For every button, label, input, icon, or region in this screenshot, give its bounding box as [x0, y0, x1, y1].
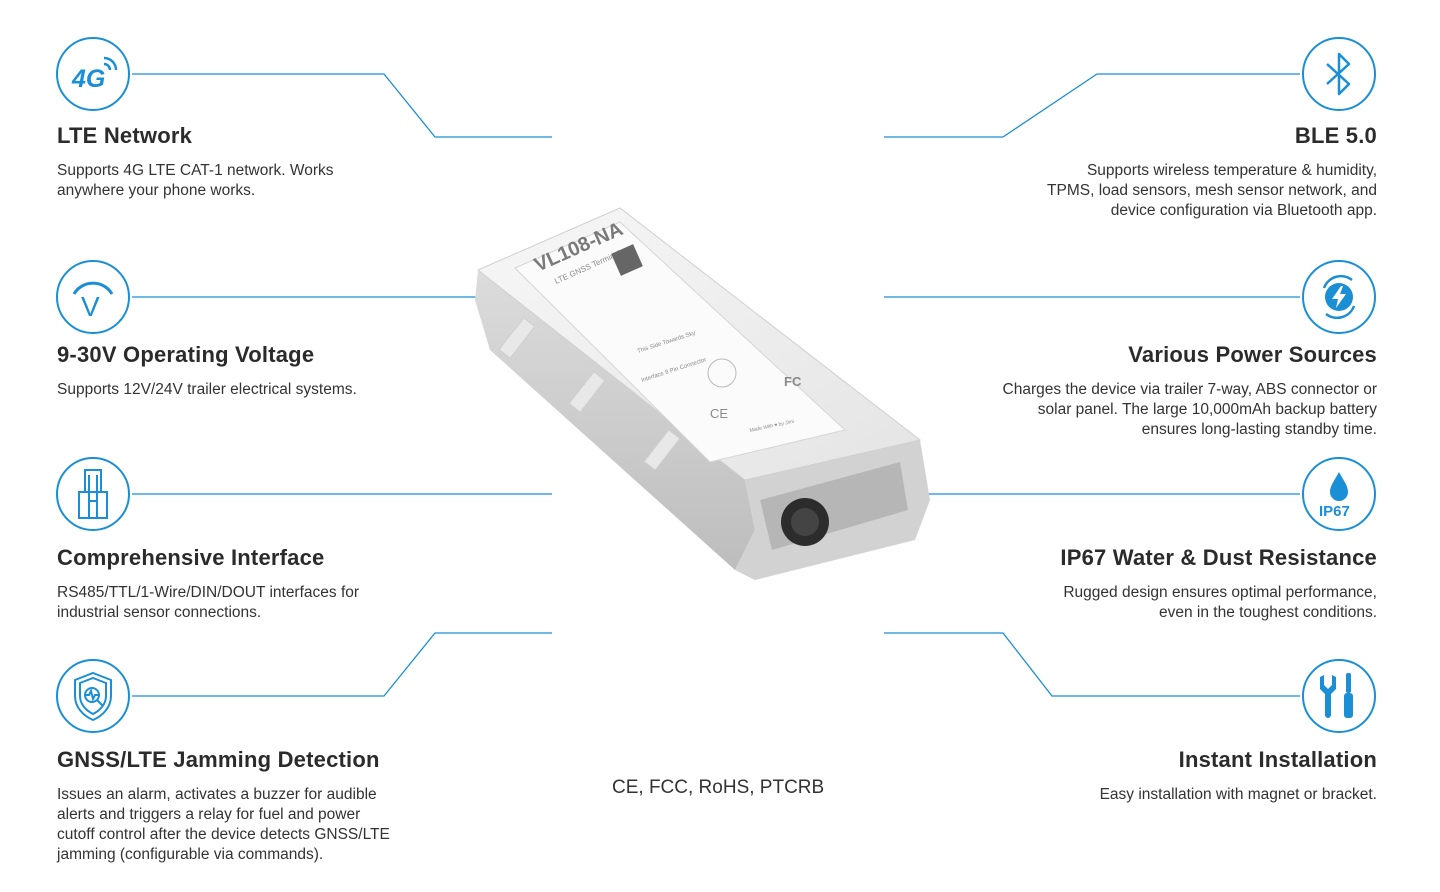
desc-line: Supports 4G LTE CAT-1 network. Works: [57, 162, 334, 179]
feature-title: LTE Network: [57, 123, 193, 148]
desc-line: Easy installation with magnet or bracket…: [1099, 786, 1377, 803]
line-install: [884, 632, 1300, 697]
voltage-icon-text: V: [81, 291, 100, 322]
feature-ble: BLE 5.0 Supports wireless temperature & …: [1047, 123, 1377, 221]
water-drop-icon: IP67: [1302, 457, 1376, 531]
connector-icon: [56, 457, 130, 531]
feature-desc: Supports wireless temperature & humidity…: [1047, 161, 1377, 221]
feature-title: BLE 5.0: [1294, 123, 1377, 148]
power-bolt-icon: [1302, 260, 1376, 334]
feature-desc: Charges the device via trailer 7-way, AB…: [1003, 380, 1377, 440]
feature-title: IP67 Water & Dust Resistance: [1060, 545, 1377, 570]
feature-title: Comprehensive Interface: [57, 545, 325, 570]
voltage-icon: V: [56, 260, 130, 334]
feature-title: Various Power Sources: [1128, 342, 1377, 367]
desc-line: TPMS, load sensors, mesh sensor network,…: [1047, 182, 1377, 199]
device-mark-ce: CE: [710, 406, 728, 421]
desc-line: industrial sensor connections.: [57, 604, 262, 621]
tools-icon: [1302, 659, 1376, 733]
feature-desc: Issues an alarm, activates a buzzer for …: [57, 785, 390, 865]
desc-line: even in the toughest conditions.: [1158, 604, 1377, 621]
line-jamming: [132, 632, 552, 697]
desc-line: anywhere your phone works.: [57, 182, 256, 199]
desc-line: Issues an alarm, activates a buzzer for …: [57, 786, 377, 803]
desc-line: RS485/TTL/1-Wire/DIN/DOUT interfaces for: [57, 584, 360, 601]
feature-title: 9-30V Operating Voltage: [57, 342, 315, 367]
device-mark-fc: FC: [784, 374, 802, 389]
feature-interface: Comprehensive Interface RS485/TTL/1-Wire…: [57, 545, 359, 623]
desc-line: Rugged design ensures optimal performanc…: [1063, 584, 1377, 601]
feature-voltage: 9-30V Operating Voltage Supports 12V/24V…: [57, 342, 357, 400]
desc-line: device configuration via Bluetooth app.: [1110, 202, 1377, 219]
desc-line: alerts and triggers a relay for fuel and…: [57, 806, 361, 823]
feature-lte: LTE Network Supports 4G LTE CAT-1 networ…: [57, 123, 334, 201]
desc-line: jamming (configurable via commands).: [57, 846, 324, 863]
feature-power: Various Power Sources Charges the device…: [1003, 342, 1377, 440]
bluetooth-icon: [1302, 37, 1376, 111]
feature-ip67: IP67 Water & Dust Resistance Rugged desi…: [1060, 545, 1377, 623]
desc-line: cutoff control after the device detects …: [57, 826, 390, 843]
line-ble: [884, 73, 1300, 138]
feature-desc: Supports 12V/24V trailer electrical syst…: [57, 380, 357, 400]
desc-line: ensures long-lasting standby time.: [1141, 421, 1377, 438]
feature-desc: RS485/TTL/1-Wire/DIN/DOUT interfaces for…: [57, 583, 359, 623]
feature-desc: Easy installation with magnet or bracket…: [1100, 785, 1377, 805]
feature-title: Instant Installation: [1178, 747, 1377, 772]
desc-line: Supports 12V/24V trailer electrical syst…: [57, 381, 357, 398]
certifications: CE, FCC, RoHS, PTCRB: [612, 777, 825, 798]
4g-icon: 4G: [56, 37, 130, 111]
device-image: VL108-NA LTE GNSS Terminal This Side Tow…: [475, 207, 930, 580]
feature-desc: Rugged design ensures optimal performanc…: [1060, 583, 1377, 623]
feature-desc: Supports 4G LTE CAT-1 network. Works any…: [57, 161, 334, 201]
desc-line: Charges the device via trailer 7-way, AB…: [1002, 381, 1377, 398]
feature-install: Instant Installation Easy installation w…: [1100, 747, 1377, 805]
feature-jamming: GNSS/LTE Jamming Detection Issues an ala…: [57, 747, 390, 865]
desc-line: solar panel. The large 10,000mAh backup …: [1037, 401, 1377, 418]
shield-scan-icon: [56, 659, 130, 733]
4g-icon-text: 4G: [71, 65, 105, 93]
desc-line: Supports wireless temperature & humidity…: [1086, 162, 1377, 179]
qr-code: [611, 244, 643, 276]
feature-title: GNSS/LTE Jamming Detection: [57, 747, 380, 772]
line-lte: [132, 73, 552, 138]
ip67-icon-text: IP67: [1319, 503, 1350, 520]
